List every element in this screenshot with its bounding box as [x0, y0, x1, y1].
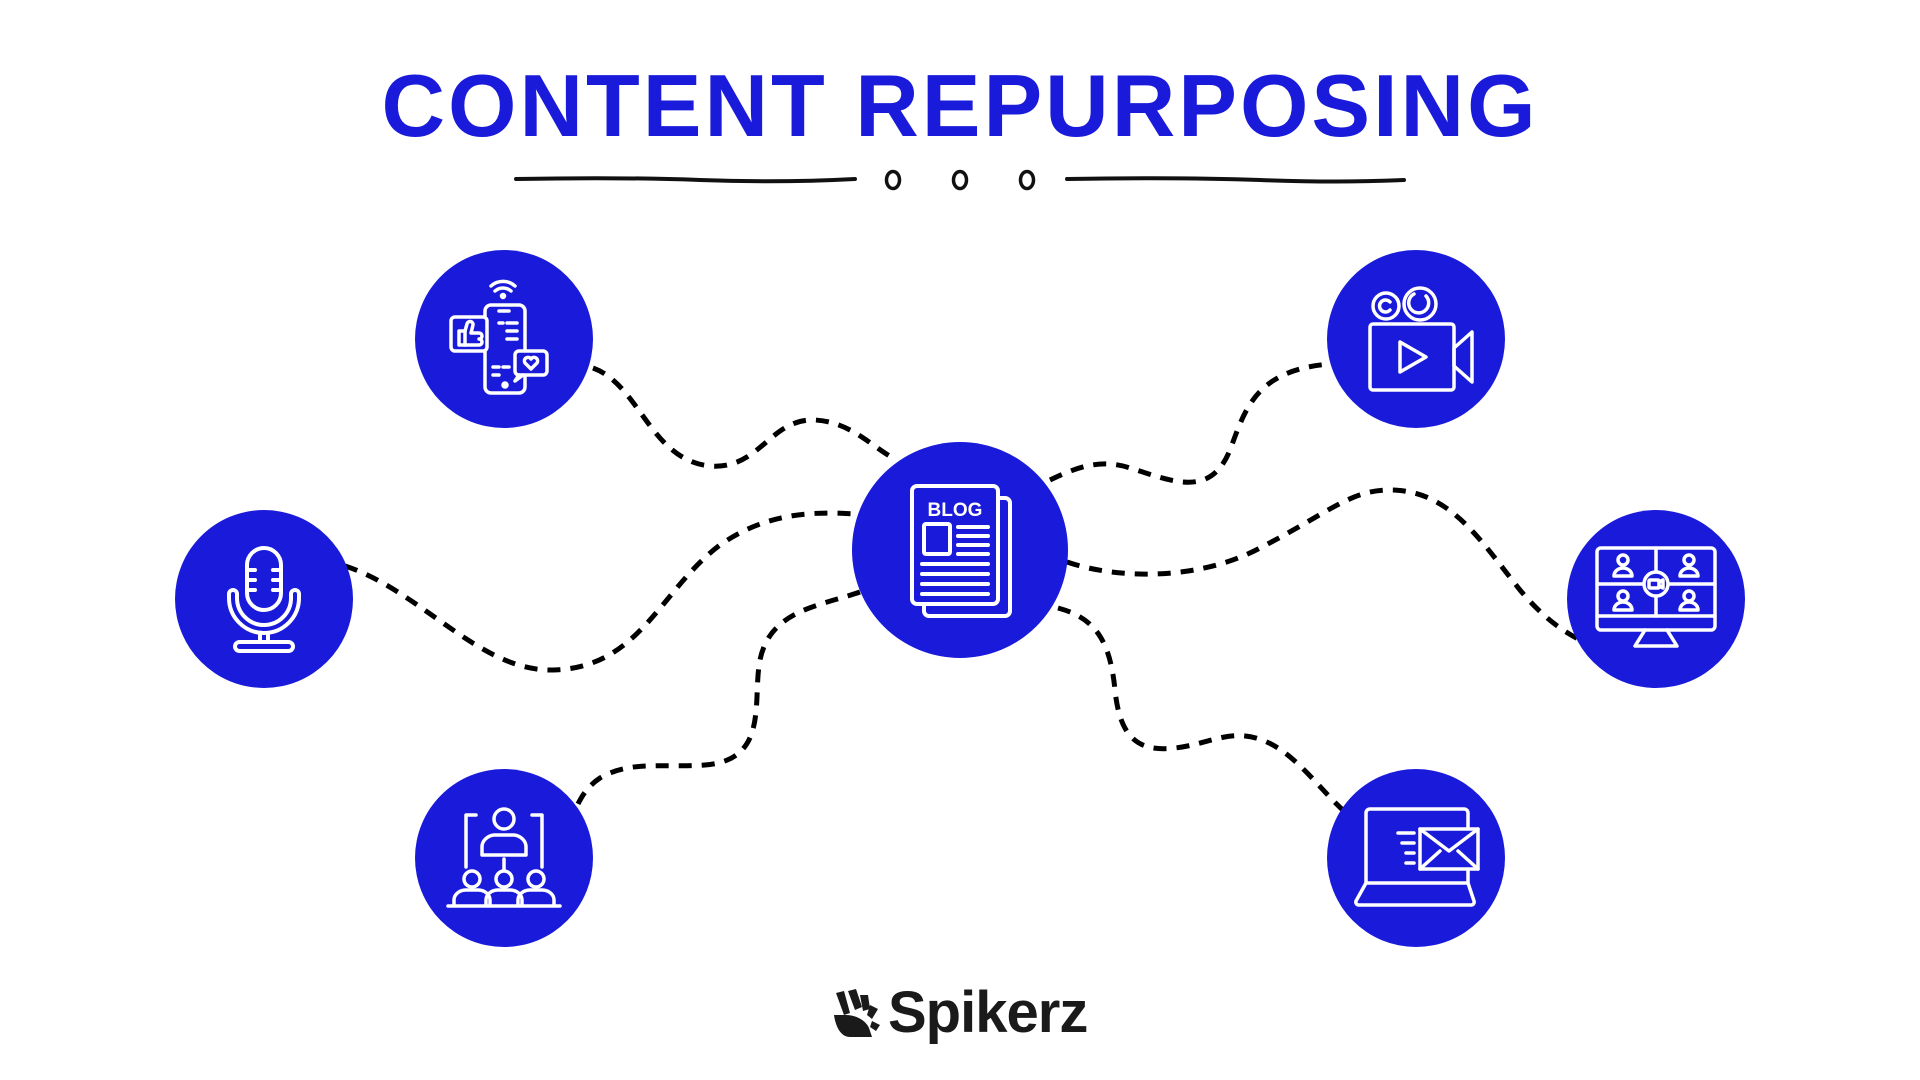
microphone-icon	[227, 546, 301, 653]
connector-blog-videoconf	[1066, 487, 1582, 643]
video-node[interactable]	[1327, 250, 1505, 428]
spikerz-hand-logo-icon	[834, 989, 880, 1037]
webinar-presentation-icon	[446, 807, 562, 908]
connector-blog-video	[1048, 361, 1331, 485]
connector-blog-webinar	[573, 589, 861, 810]
blog-document-icon: BLOG	[910, 484, 1012, 618]
blog-node[interactable]: BLOG	[852, 442, 1068, 658]
webinar-node[interactable]	[415, 769, 593, 947]
laptop-email-icon	[1354, 807, 1480, 907]
title-divider	[514, 169, 1406, 191]
video-conference-node[interactable]	[1567, 510, 1745, 688]
video-conference-monitor-icon	[1595, 546, 1717, 648]
podcast-node[interactable]	[175, 510, 353, 688]
brand-name: Spikerz	[888, 980, 1088, 1045]
connector-blog-email	[1057, 605, 1347, 814]
connector-blog-podcast	[344, 510, 857, 673]
video-camera-icon	[1368, 286, 1474, 392]
email-newsletter-node[interactable]	[1327, 769, 1505, 947]
spikerz-logo: Spikerz	[832, 978, 1088, 1048]
social-media-node[interactable]	[415, 250, 593, 428]
blog-label: BLOG	[928, 500, 983, 521]
social-media-phone-icon	[449, 279, 549, 395]
connector-blog-social	[592, 365, 895, 469]
page-title: CONTENT REPURPOSING	[381, 56, 1539, 155]
